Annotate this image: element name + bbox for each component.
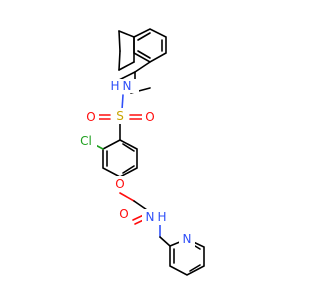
- ether-o-label: O: [115, 177, 124, 191]
- molecule-structure: N H S O O Cl O O N H N: [75, 28, 205, 276]
- atom-label-backgrounds: [75, 79, 195, 247]
- sulfonamide-h-label: H: [110, 79, 119, 93]
- sulfonamide-n-label: N: [123, 79, 132, 93]
- amide-n-label: N: [146, 210, 155, 224]
- sulfonyl-o-left-label: O: [86, 110, 95, 124]
- amide-h-label: H: [157, 210, 166, 224]
- central-benzene-ring: [102, 139, 138, 178]
- chlorine-label: Cl: [80, 134, 92, 148]
- pyridine-n-label: N: [183, 232, 192, 246]
- sulfonyl-o-right-label: O: [145, 110, 154, 124]
- sulfur-label: S: [116, 109, 124, 123]
- phenyl-ring: [118, 28, 167, 71]
- molecule-diagram: N H S O O Cl O O N H N: [75, 28, 205, 276]
- carbonyl-o-label: O: [119, 207, 128, 221]
